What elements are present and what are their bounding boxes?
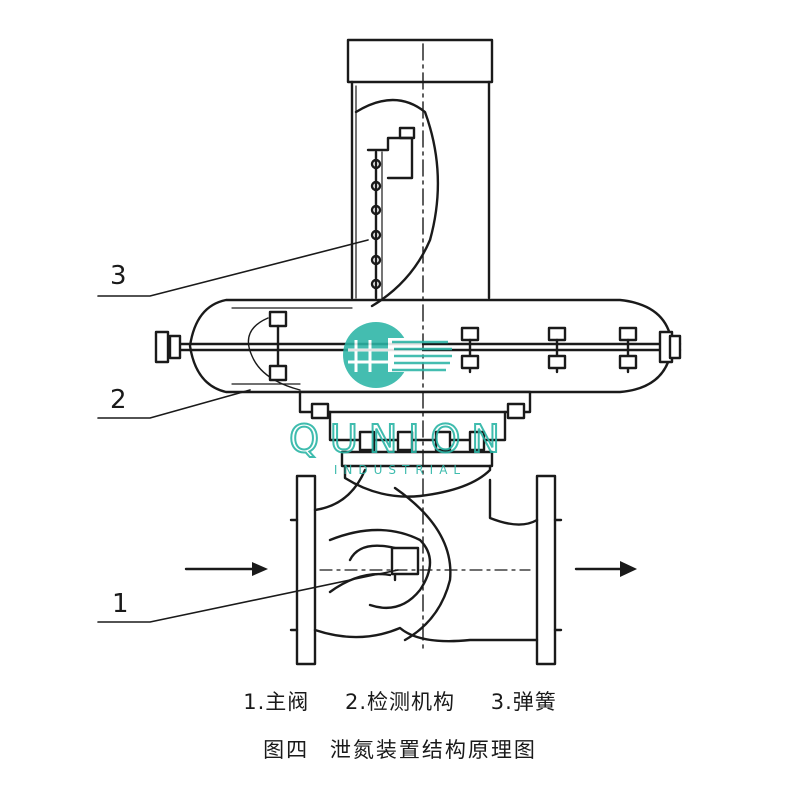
figure-caption: 图四 泄氮装置结构原理图 <box>0 734 800 764</box>
callout-1: 1 <box>112 589 129 619</box>
callout-2: 2 <box>110 385 127 415</box>
spring-housing <box>350 80 491 300</box>
housing-cap <box>346 38 494 84</box>
housing-cutaway <box>354 98 440 308</box>
main-valve-body <box>289 468 563 666</box>
figure-number: 图四 <box>263 738 310 762</box>
legend-item-main-valve: 1.主阀 <box>243 690 310 714</box>
bonnet <box>298 390 532 498</box>
watermark-brand: QUNION <box>289 417 511 461</box>
spring <box>366 126 416 300</box>
diaphragm-chamber <box>188 298 674 394</box>
callout-3: 3 <box>110 261 127 291</box>
leader-line-3 <box>97 239 369 297</box>
figure-title: 泄氮装置结构原理图 <box>329 738 537 762</box>
leader-line-2 <box>97 389 251 419</box>
flow-arrow-in <box>184 562 268 576</box>
legend-item-spring: 3.弹簧 <box>490 690 557 714</box>
legend-item-detection: 2.检测机构 <box>344 690 456 714</box>
flow-arrow-out <box>574 561 637 577</box>
leader-line-1 <box>97 569 399 623</box>
legend: 1.主阀 2.检测机构 3.弹簧 <box>0 686 800 716</box>
watermark-sub: INDUSTRIAL <box>334 463 466 477</box>
watermark-logo <box>343 322 452 388</box>
